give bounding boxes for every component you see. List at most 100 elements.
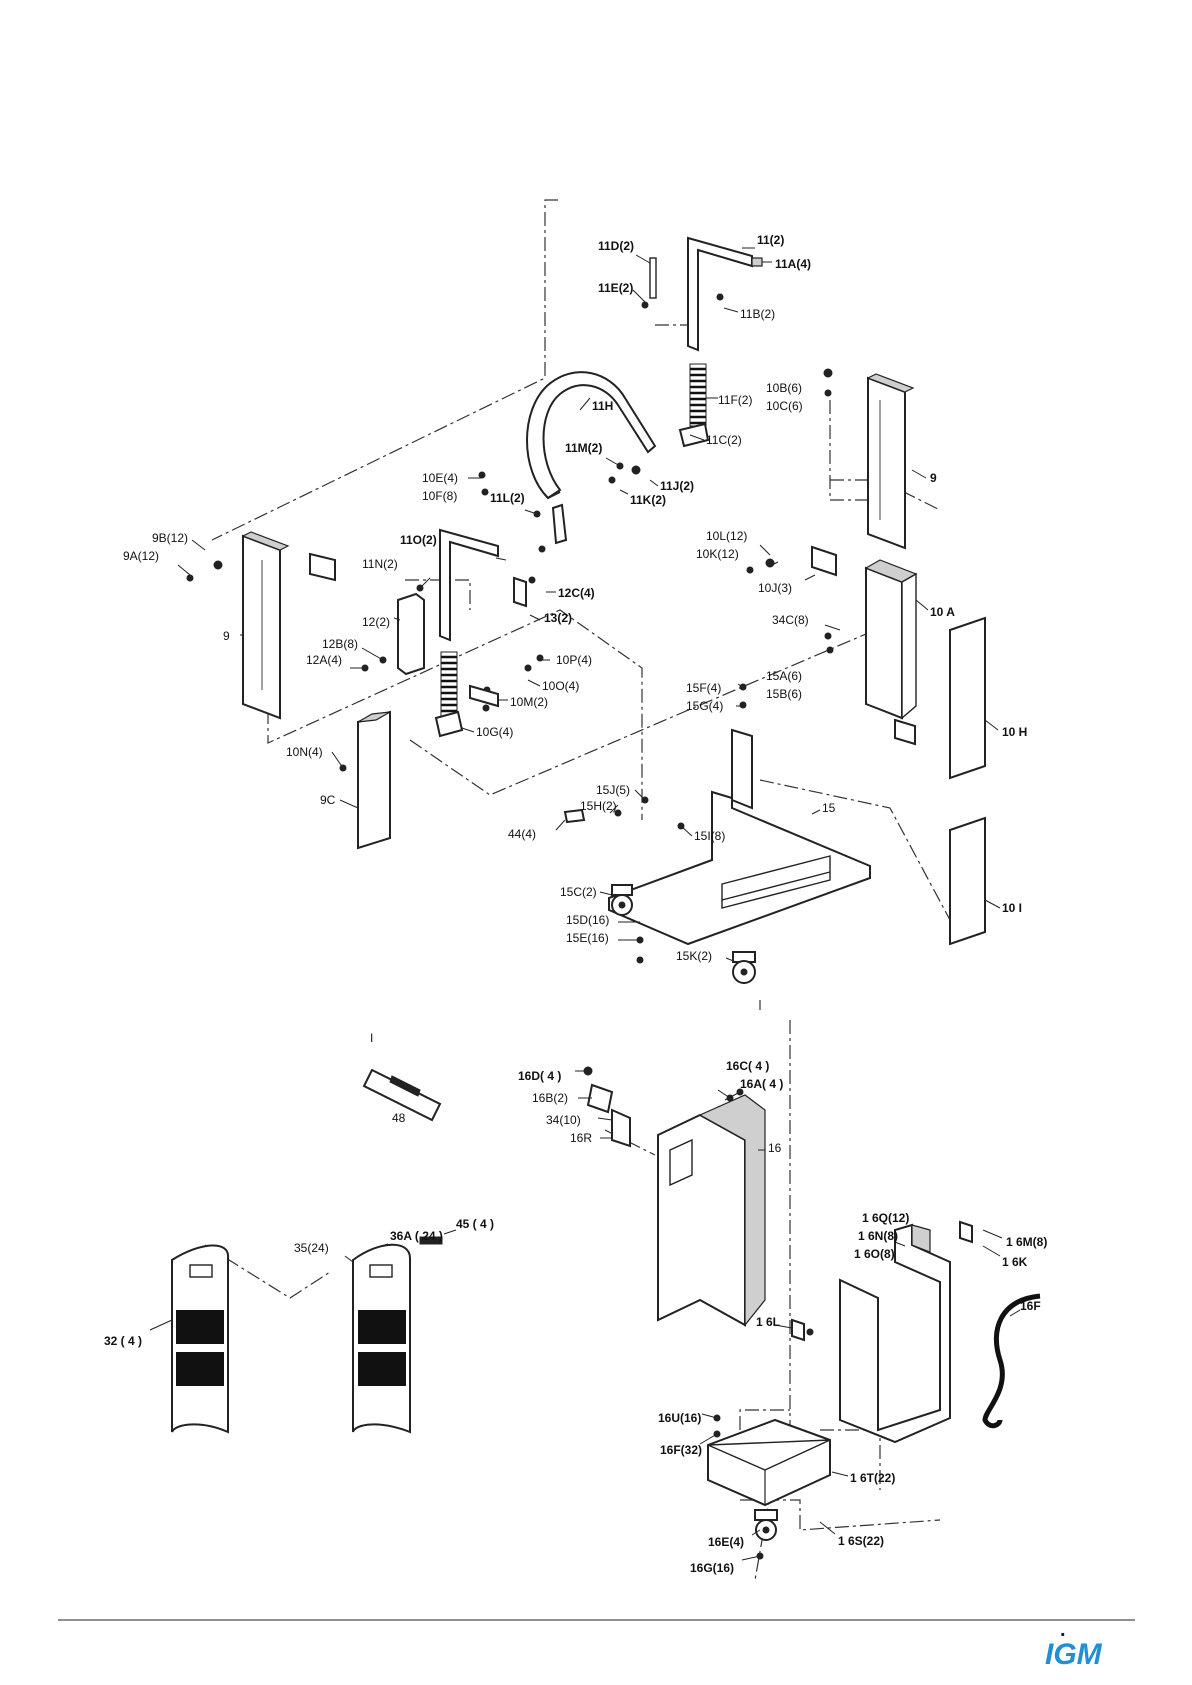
label-12C-4: 12C(4) <box>558 586 595 600</box>
part-35-grille-right <box>352 1236 443 1434</box>
label-10A: 10 A <box>930 605 955 619</box>
label-16E-4: 16E(4) <box>708 1535 744 1549</box>
label-10J-3: 10J(3) <box>758 581 792 595</box>
label-16N-8: 1 6N(8) <box>858 1229 898 1243</box>
label-15H-2: 15H(2) <box>580 799 617 813</box>
part-15-base-frame <box>608 728 871 946</box>
label-16F: 16F <box>1020 1299 1041 1313</box>
part-10M-bracket <box>469 684 499 708</box>
label-10M-2: 10M(2) <box>510 695 548 709</box>
label-10N-4: 10N(4) <box>286 745 323 759</box>
part-11F-spring <box>678 363 710 448</box>
label-10P-4: 10P(4) <box>556 653 592 667</box>
label-15E-16: 15E(16) <box>566 931 609 945</box>
label-11H: 11H <box>592 399 613 413</box>
caster-15K <box>732 951 756 984</box>
label-13-2: 13(2) <box>544 611 572 625</box>
label-16M-8: 1 6M(8) <box>1006 1235 1047 1249</box>
label-16K: 1 6K <box>1002 1255 1028 1269</box>
label-15: 15 <box>822 801 836 815</box>
label-10O-4: 10O(4) <box>542 679 579 693</box>
label-16F-32: 16F(32) <box>660 1443 702 1457</box>
label-9-left: 9 <box>223 629 230 643</box>
label-16G-16: 16G(16) <box>690 1561 734 1575</box>
label-9A-12: 9A(12) <box>123 549 159 563</box>
label-10C-6: 10C(6) <box>766 399 803 413</box>
label-9C: 9C <box>320 793 336 807</box>
logo-text: IGM <box>1045 1638 1103 1671</box>
caster-16E <box>754 1509 778 1560</box>
label-15D-16: 15D(16) <box>566 913 609 927</box>
label-34C-8: 34C(8) <box>772 613 809 627</box>
label-11M-2: 11M(2) <box>565 441 602 455</box>
label-48: 48 <box>392 1111 406 1125</box>
label-16A-4: 16A( 4 ) <box>740 1077 783 1091</box>
label-9B-12: 9B(12) <box>152 531 188 545</box>
label-34-10: 34(10) <box>546 1113 581 1127</box>
label-11J-2: 11J(2) <box>660 479 694 493</box>
label-16O-8: 1 6O(8) <box>854 1247 895 1261</box>
label-15I-8: 15I(8) <box>694 829 725 843</box>
part-10A-column <box>864 559 918 720</box>
label-15J-5: 15J(5) <box>596 783 630 797</box>
label-10L-12: 10L(12) <box>706 529 747 543</box>
part-12-plate <box>397 592 425 676</box>
part-16-cabinet-shell <box>657 1094 766 1327</box>
label-11K-2: 11K(2) <box>630 493 666 507</box>
label-15K-2: 15K(2) <box>676 949 712 963</box>
label-10E-4: 10E(4) <box>422 471 458 485</box>
part-9C-column <box>357 710 391 850</box>
part-labels: 11(2) 11D(2) 11A(4) 11E(2) 11B(2) 11F(2)… <box>104 233 1047 1575</box>
label-12A-4: 12A(4) <box>306 653 342 667</box>
label-15F-4: 15F(4) <box>686 681 721 695</box>
label-35-24: 35(24) <box>294 1241 329 1255</box>
part-10H-panel <box>949 616 986 780</box>
label-10B-6: 10B(6) <box>766 381 802 395</box>
label-45-4: 45 ( 4 ) <box>456 1217 494 1231</box>
part-11H-loop-handle <box>526 371 657 500</box>
label-16: 16 <box>768 1141 782 1155</box>
part-32-grille-left <box>171 1244 230 1434</box>
label-11-2: 11(2) <box>757 233 784 247</box>
label-15A-6: 15A(6) <box>766 669 802 683</box>
label-36A-24: 36A ( 24 ) <box>390 1229 443 1243</box>
label-11B-2: 11B(2) <box>740 307 775 321</box>
label-15B-6: 15B(6) <box>766 687 802 701</box>
label-16R: 16R <box>570 1131 592 1145</box>
part-11L-linkage <box>551 503 568 545</box>
label-11C-2: 11C(2) <box>706 433 742 447</box>
label-10F-8: 10F(8) <box>422 489 457 503</box>
part-11-bracket <box>641 236 763 352</box>
footer: . IGM <box>58 1619 1135 1671</box>
label-16U-16: 16U(16) <box>658 1411 701 1425</box>
label-16L: 1 6L <box>756 1315 780 1329</box>
label-16S-22: 1 6S(22) <box>838 1534 884 1548</box>
label-12-2: 12(2) <box>362 615 390 629</box>
label-11L-2: 11L(2) <box>490 491 525 505</box>
label-15G-4: 15G(4) <box>686 699 723 713</box>
label-11N-2: 11N(2) <box>362 557 398 571</box>
label-15C-2: 15C(2) <box>560 885 597 899</box>
label-10I: 10 I <box>1002 901 1022 915</box>
small-brackets <box>309 545 916 824</box>
label-10H: 10 H <box>1002 725 1027 739</box>
part-11O-rod <box>434 528 499 738</box>
part-16Q-enclosure <box>839 1220 973 1444</box>
part-9-left-panel <box>241 531 290 720</box>
label-9-upper: 9 <box>930 471 937 485</box>
label-11A-4: 11A(4) <box>775 257 811 271</box>
logo-mark: . <box>1060 1619 1066 1641</box>
part-10I-panel <box>949 816 986 946</box>
label-44-4: 44(4) <box>508 827 536 841</box>
label-11E-2: 11E(2) <box>598 281 633 295</box>
part-16T-base-plate <box>707 1414 831 1507</box>
label-16D-4: 16D( 4 ) <box>518 1069 561 1083</box>
label-16Q-12: 1 6Q(12) <box>862 1211 909 1225</box>
label-11O-2: 11O(2) <box>400 533 437 547</box>
label-16C-4: 16C( 4 ) <box>726 1059 769 1073</box>
part-48-tool <box>362 1068 442 1122</box>
label-12B-8: 12B(8) <box>322 637 358 651</box>
label-tick: I <box>370 1031 373 1045</box>
igm-logo: . IGM <box>1045 1619 1103 1671</box>
